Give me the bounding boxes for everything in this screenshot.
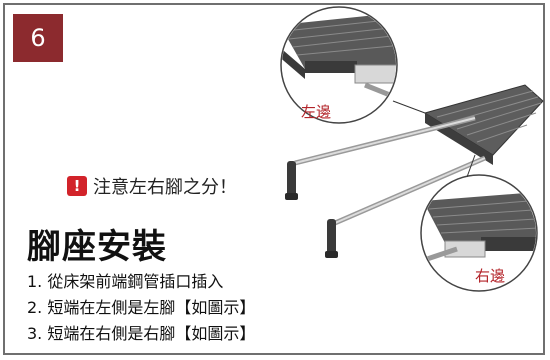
bed-frame-illustration — [280, 6, 544, 292]
callout-right-label: 右邊 — [475, 267, 506, 285]
section-title: 腳座安裝 — [27, 227, 167, 267]
detail-circle-left — [280, 6, 426, 124]
step-item: 3. 短端在右側是右腳【如圖示】 — [27, 324, 256, 343]
step-item: 2. 短端在左側是左腳【如圖示】 — [27, 298, 256, 317]
instruction-frame: 6 — [3, 3, 545, 355]
leg-foot-left — [285, 161, 298, 200]
instruction-steps: 1. 從床架前端鋼管插口插入 2. 短端在左側是左腳【如圖示】 3. 短端在右側… — [27, 269, 255, 347]
warning-note: ! 注意左右腳之分！ — [67, 173, 237, 199]
exclamation-icon: ! — [67, 176, 87, 196]
callout-left-label: 左邊 — [301, 103, 332, 121]
leg-tubes — [294, 115, 486, 226]
step-item: 1. 從床架前端鋼管插口插入 — [27, 272, 224, 291]
warning-text: 注意左右腳之分！ — [93, 177, 237, 198]
step-number-badge: 6 — [13, 14, 63, 62]
leg-foot-right — [325, 219, 338, 258]
detail-circle-right — [420, 154, 538, 292]
